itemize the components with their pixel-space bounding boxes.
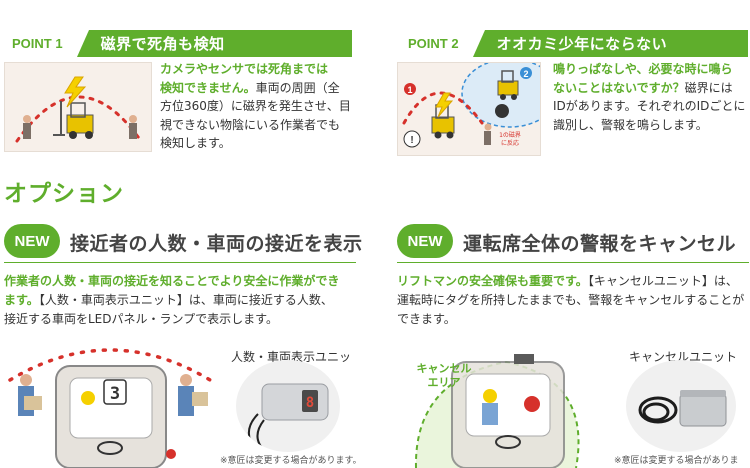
cancel-unit-photo (626, 360, 736, 452)
right-divider (397, 262, 749, 263)
options-heading: オプション (4, 181, 124, 207)
steering-wheel-icon (97, 441, 123, 455)
right-desc-highlight: リフトマンの安全確保も重要です。 (397, 274, 588, 288)
marker-1-icon (404, 83, 416, 95)
marker-2-label: 2 (523, 69, 528, 79)
point1-description: カメラやセンサでは死角までは 検知できません。車両の周囲（全 方位360度）に磁… (160, 60, 358, 153)
operator-helmet-icon (81, 391, 95, 405)
cable-icon (256, 419, 267, 452)
point1-text-1: 車両の周囲（全 (255, 80, 340, 95)
cancel-area-label-1: キャンセル (417, 362, 472, 375)
point2-text-3: 識別し、警報を鳴らします。 (553, 117, 708, 132)
marker-1-label: 1 (407, 85, 412, 95)
left-design-note: ※意匠は変更する場合があります。 (220, 456, 362, 466)
point2-banner: POINT 2 オオカミ少年にならない (396, 30, 748, 57)
point2-highlight-2: ないことはないですか？ (553, 80, 685, 95)
id-field-diagram: 1 2 ! 1の磁界 に反応 (402, 63, 540, 148)
point2-tag: POINT 2 (396, 30, 485, 57)
worker-icon (18, 374, 42, 416)
display-unit-photo: 8 (236, 360, 340, 452)
point2-text-1: 磁界には (684, 80, 733, 95)
field-note-1: 1の磁界 (499, 131, 521, 139)
right-desc-2: 運転時にタグを所持したままでも、警報をキャンセルすることが (397, 293, 745, 307)
alert-lamp-icon (166, 449, 176, 459)
led-display-digit: 3 (110, 384, 120, 404)
cable-icon (638, 396, 678, 424)
right-design-note: ※意匠は変更する場合があります。 (614, 456, 739, 466)
red-field-arc (402, 91, 484, 125)
svg-text:!: ! (410, 135, 413, 146)
exclamation-icon (403, 130, 421, 148)
point2-illustration: 1 2 ! 1の磁界 に反応 (397, 62, 541, 156)
left-option-description: 作業者の人数・車両の接近を知ることでより安全に作業ができ ます。【人数・車両表示… (4, 272, 356, 329)
marker-2-icon (520, 67, 532, 79)
led-display (103, 379, 127, 405)
point1-illustration (4, 62, 152, 152)
left-desc-1: 【人数・車両表示ユニット】は、車両に接近する人数、 (38, 293, 333, 307)
left-cab-scene: 3 (0, 340, 222, 468)
worker-icon (178, 374, 208, 416)
operator-body (482, 403, 498, 425)
worker-icon (23, 115, 31, 139)
forklift-icon (431, 104, 455, 139)
field-note-2: に反応 (501, 139, 519, 147)
point2-text-2: IDがあります。それぞれのIDごとに (553, 99, 746, 113)
cable-icon (247, 413, 259, 449)
right-desc-3: できます。 (397, 312, 456, 326)
point1-text-4: 検知します。 (160, 136, 231, 150)
new-badge-left: NEW (4, 224, 60, 258)
display-unit-body (261, 383, 329, 421)
warning-bolt-icon (64, 76, 87, 108)
device-led-digit: 8 (306, 395, 314, 411)
steering-wheel-icon (495, 435, 521, 449)
forklift-icon (497, 70, 519, 100)
left-desc-2: 接近する車両をLEDパネル・ランプで表示します。 (4, 312, 278, 326)
alert-lamp-icon (524, 396, 540, 412)
right-option-title: 運転席全体の警報をキャンセル (463, 233, 737, 255)
point1-text-2: 方位360度）に磁界を発生させ、目 (160, 99, 351, 113)
operator-helmet-icon (483, 389, 497, 403)
device-led-panel (302, 390, 318, 412)
right-desc-1: 【キャンセルユニット】は、 (587, 274, 738, 288)
field-arc (15, 95, 143, 143)
point1-tag: POINT 1 (0, 30, 89, 57)
worker-icon (484, 123, 492, 145)
worker-icon (129, 115, 137, 139)
left-desc-highlight-1: 作業者の人数・車両の接近を知ることでより安全に作業ができ (4, 274, 340, 288)
left-divider (4, 262, 356, 263)
right-option-description: リフトマンの安全確保も重要です。【キャンセルユニット】は、 運転時にタグを所持し… (397, 272, 749, 329)
warning-bolt-icon (435, 92, 454, 118)
right-unit-label: キャンセルユニット (628, 350, 737, 364)
left-desc-highlight-2: ます。 (4, 293, 39, 307)
cancel-area-label-2: エリア (428, 376, 461, 389)
point1-highlight-1: カメラやセンサでは死角までは (160, 62, 329, 76)
point2-title: オオカミ少年にならない (496, 35, 668, 53)
point1-title: 磁界で死角も検知 (100, 35, 225, 53)
right-cab-scene: キャンセル エリア (396, 340, 610, 468)
magnetic-field-diagram (15, 76, 143, 143)
point2-highlight-1: 鳴りっぱなしや、必要な時に鳴ら (553, 62, 733, 76)
point1-banner: POINT 1 磁界で死角も検知 (0, 30, 352, 57)
cancel-unit-mount (514, 354, 534, 364)
speech-bubble-icon (495, 104, 509, 118)
point2-description: 鳴りっぱなしや、必要な時に鳴ら ないことはないですか？磁界には IDがあります。… (553, 60, 749, 134)
cancel-unit-body (679, 393, 727, 427)
point1-highlight-2: 検知できません。 (160, 80, 256, 95)
point1-text-3: 視できない物陰にいる作業者でも (160, 117, 341, 132)
left-option-title: 接近者の人数・車両の接近を表示 (70, 233, 363, 255)
new-badge-right: NEW (397, 224, 453, 258)
forklift-icon (53, 101, 94, 139)
